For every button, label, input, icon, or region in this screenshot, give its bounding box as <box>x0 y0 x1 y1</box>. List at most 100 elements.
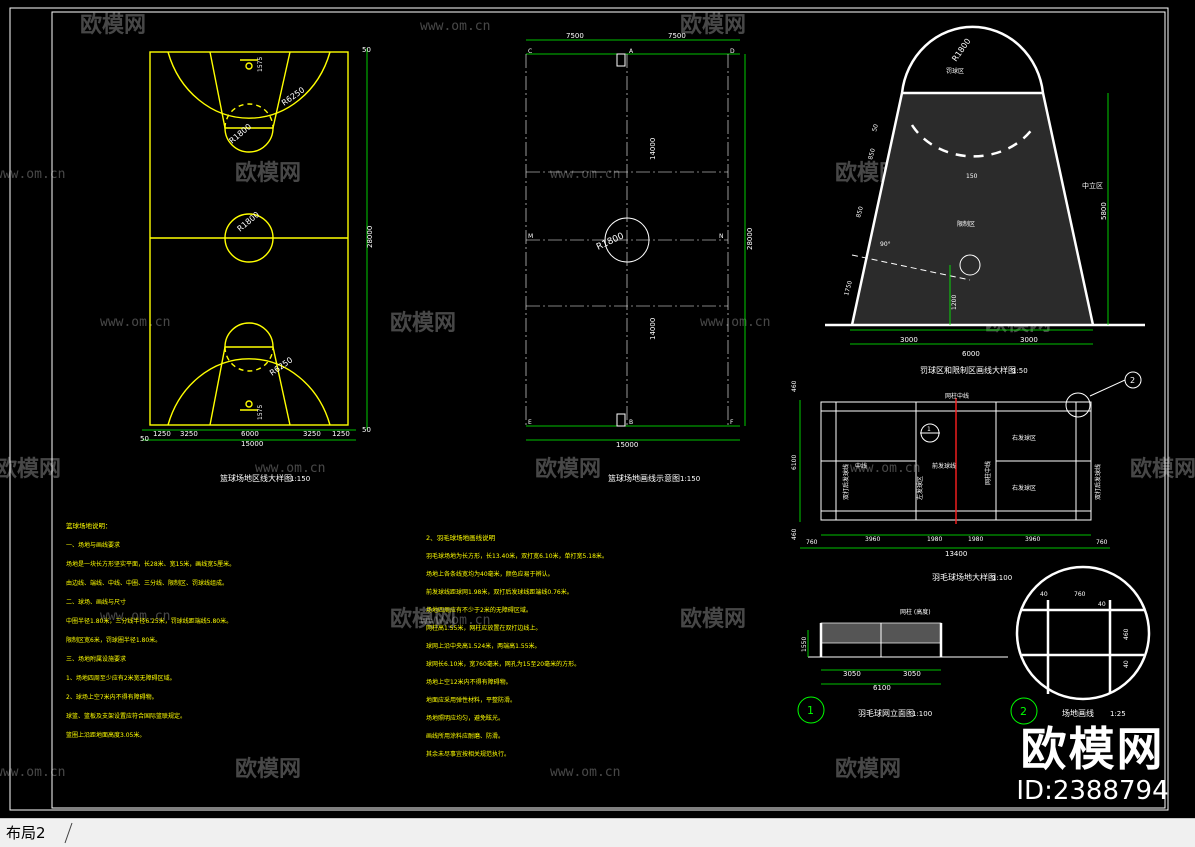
notes-line: 中圈半径1.80米，三分线半径6.25米，罚球线距端线5.80米。 <box>66 617 232 625</box>
dim-50: 50 <box>362 426 371 434</box>
notes-line: 2、球场上空7米内不得有障碍物。 <box>66 693 158 701</box>
dim-1980: 1980 <box>968 536 983 543</box>
frame-outer <box>9 7 1169 811</box>
cad-model-space[interactable]: 欧模网 欧模网 www.om.cn www.om.cn 欧模网 www.om.c… <box>0 0 1195 818</box>
view-marker-1: 1 <box>807 704 814 717</box>
label-net-center: 网柱中线 <box>945 392 969 400</box>
dim-50: 50 <box>362 46 371 54</box>
notes-line: 三、场地附属设施要求 <box>66 655 126 663</box>
dim-90deg: 90° <box>880 241 891 248</box>
notes-line: 1、场地四周至少应有2米宽无障碍区域。 <box>66 674 176 682</box>
net-elevation-title: 羽毛球网立面图 <box>858 708 914 718</box>
label-restricted: 限制区 <box>957 220 975 228</box>
detail-scale: 1:25 <box>1110 710 1126 718</box>
watermark-url: www.om.cn <box>550 167 620 182</box>
point-c: C <box>528 48 532 55</box>
dim-1575: 1575 <box>257 405 264 420</box>
dim-r6250: R6250 <box>268 355 294 377</box>
point-n: N <box>719 233 724 240</box>
label-service-right: 右发球区 <box>1012 484 1036 492</box>
three-point-arc-top <box>167 51 331 119</box>
dim-1980: 1980 <box>927 536 942 543</box>
dim-3250: 3250 <box>303 430 321 438</box>
watermark-brand: 欧模网 <box>390 606 456 632</box>
ft-circle-bottom <box>224 322 274 348</box>
notes-heading: 2、羽毛球场地画线说明 <box>426 533 496 542</box>
dim-40: 40 <box>1040 591 1048 598</box>
dim-760: 760 <box>806 539 818 546</box>
three-point-arc-bottom <box>167 358 331 426</box>
label-ft: 罚球区 <box>946 67 964 75</box>
notes-line: 限制区宽6米，罚球圈半径1.80米。 <box>66 636 161 644</box>
dim-15000: 15000 <box>616 441 638 449</box>
watermark-url: www.om.cn <box>255 461 325 476</box>
dim-3000: 3000 <box>900 336 918 344</box>
net-elevation-drawing: 网柱 (高度) 3050 3050 6100 1550 1 羽毛球网立面图 1:… <box>797 608 1008 724</box>
notes-line: 画线所用涂料应耐磨、防滑。 <box>426 732 504 740</box>
dim-460: 460 <box>1123 628 1130 640</box>
dim-1250: 1250 <box>332 430 350 438</box>
detail-marker-1: 1 <box>927 426 931 433</box>
detail-marker-2: 2 <box>1130 376 1135 385</box>
watermark-url: www.om.cn <box>420 613 490 628</box>
label-net-center: 网柱中线 <box>984 461 992 485</box>
dim-15000: 15000 <box>241 440 263 448</box>
center-circle <box>224 213 274 263</box>
badminton-scale: 1:100 <box>992 574 1012 582</box>
watermark-brand: 欧模网 <box>235 160 301 186</box>
dim-14000: 14000 <box>649 318 657 340</box>
dim-1550: 1550 <box>801 637 808 652</box>
notes-line: 其余未尽事宜按相关规范执行。 <box>426 750 510 758</box>
dim-3960: 3960 <box>1025 536 1040 543</box>
key-bottom <box>209 346 291 426</box>
dim-28000: 28000 <box>366 226 374 248</box>
point-d: D <box>730 48 735 55</box>
tab-layout2[interactable]: 布局2 <box>2 822 54 844</box>
label-back-service: 双打后发球线 <box>842 464 850 500</box>
watermark-url: www.om.cn <box>550 765 620 780</box>
label-net-post: 网柱 (高度) <box>900 608 931 616</box>
dim-6100: 6100 <box>791 455 798 470</box>
dim-3050: 3050 <box>903 670 921 678</box>
dim-50: 50 <box>871 123 880 132</box>
dim-850: 850 <box>867 147 877 160</box>
badminton-court-drawing: 2 1 网柱中线 右发球区 右发球区 中线 前发球线 双打后发球线 双打后发球线… <box>791 371 1142 582</box>
dim-460: 460 <box>791 528 798 540</box>
tab-separator <box>64 822 73 844</box>
layout-plan-title: 篮球场地画线示意图 <box>608 473 680 483</box>
net-elevation-scale: 1:100 <box>912 710 932 718</box>
notes-line: 场地上各条线宽均为40毫米，颜色应易于辨认。 <box>426 570 554 578</box>
dim-1750: 1750 <box>843 280 854 297</box>
cad-drawing: 欧模网 欧模网 www.om.cn www.om.cn 欧模网 www.om.c… <box>0 7 1195 811</box>
basketball-scale: 1:150 <box>290 475 310 483</box>
dim-r1800: R1800 <box>950 37 972 63</box>
watermark-brand: 欧模网 <box>535 456 601 482</box>
basketball-court-drawing: 50 1250 3250 6000 3250 1250 15000 50 50 … <box>140 46 374 483</box>
notes-line: 球网长6.10米，宽760毫米，网孔为15至20毫米的方形。 <box>426 660 580 668</box>
dim-5800: 5800 <box>1100 202 1108 220</box>
dim-6100: 6100 <box>873 684 891 692</box>
watermark-url: www.om.cn <box>100 315 170 330</box>
notes-line: 由边线、端线、中线、中圈、三分线、限制区、罚球线组成。 <box>66 579 228 587</box>
notes-line: 二、球场、画线与尺寸 <box>66 598 126 606</box>
layout-tab-bar: 布局2 <box>0 818 1195 847</box>
dim-40: 40 <box>1123 660 1130 668</box>
badminton-title: 羽毛球场地大样图 <box>932 572 996 582</box>
notes-heading: 篮球场地说明： <box>66 521 112 530</box>
dim-50: 50 <box>140 435 149 443</box>
point-b: B <box>629 419 633 426</box>
label-front-service: 前发球线 <box>932 462 956 470</box>
dim-6000: 6000 <box>962 350 980 358</box>
watermark-layer: 欧模网 欧模网 www.om.cn www.om.cn 欧模网 www.om.c… <box>0 12 1195 782</box>
dim-3050: 3050 <box>843 670 861 678</box>
restricted-top-arc <box>900 25 1045 94</box>
point-f: F <box>730 419 734 426</box>
notes-line: 羽毛球场地为长方形，长13.40米，双打宽6.10米，单打宽5.18米。 <box>426 552 608 560</box>
dim-850: 850 <box>855 205 865 218</box>
restricted-zone-scale: 1:50 <box>1012 367 1028 375</box>
watermark-url: www.om.cn <box>0 167 65 182</box>
label-centerline: 中线 <box>855 462 867 470</box>
notes-line: 一、场地与画线要求 <box>66 541 120 549</box>
dim-28000: 28000 <box>746 228 754 250</box>
watermark-url: www.om.cn <box>700 315 770 330</box>
